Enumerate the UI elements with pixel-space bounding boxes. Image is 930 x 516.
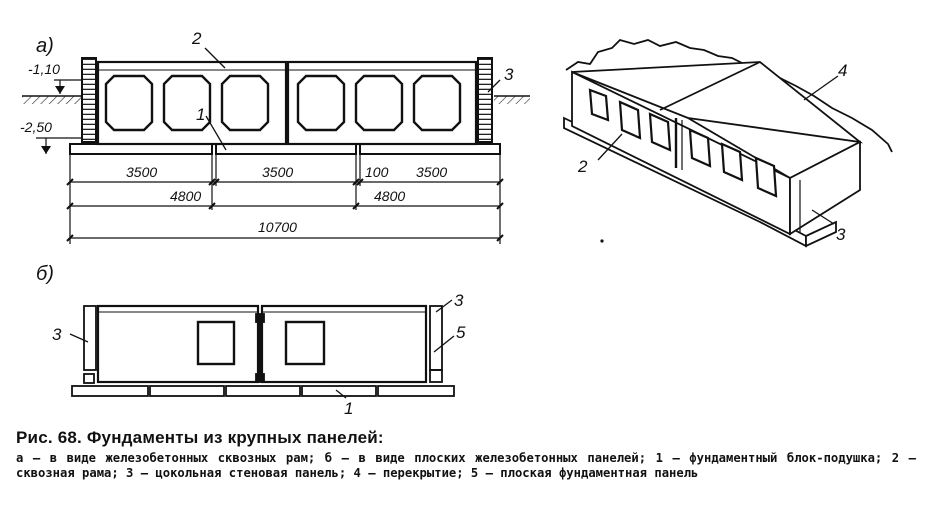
callout-b-5: 5 (456, 323, 466, 342)
callout-b-1: 1 (344, 399, 353, 418)
level-mark-upper: -1,10 (28, 61, 60, 77)
level-mark-lower: -2,50 (20, 119, 52, 135)
dim-row1-d: 3500 (416, 164, 447, 180)
callout-p-2: 2 (577, 157, 588, 176)
part-b-elevation (69, 299, 455, 399)
callout-a-2: 2 (191, 29, 202, 48)
part-b-label: б) (36, 263, 54, 285)
callout-a-3: 3 (504, 65, 514, 84)
dim-row1-c: 100 (365, 164, 389, 180)
caption-text: а — в виде железобетонных сквозных рам; … (16, 451, 916, 480)
foundation-figure: а) -1,10 -2,50 1 2 3 3500 3500 100 3500 … (20, 29, 893, 418)
part-a-elevation (22, 47, 530, 244)
dim-row1-a: 3500 (126, 164, 157, 180)
callout-b-3-left: 3 (52, 325, 62, 344)
callout-p-4: 4 (838, 61, 847, 80)
figure-caption: Рис. 68. Фундаменты из крупных панелей: … (16, 428, 916, 481)
part-a-label: а) (36, 35, 54, 57)
perspective-view (563, 38, 893, 248)
dim-row2-a: 4800 (170, 188, 201, 204)
callout-a-1: 1 (196, 105, 205, 124)
callout-p-3: 3 (836, 225, 846, 244)
callout-b-3-right: 3 (454, 291, 464, 310)
dim-row1-b: 3500 (262, 164, 293, 180)
dim-row2-b: 4800 (374, 188, 405, 204)
caption-title: Рис. 68. Фундаменты из крупных панелей: (16, 428, 384, 447)
dim-total: 10700 (258, 219, 297, 235)
